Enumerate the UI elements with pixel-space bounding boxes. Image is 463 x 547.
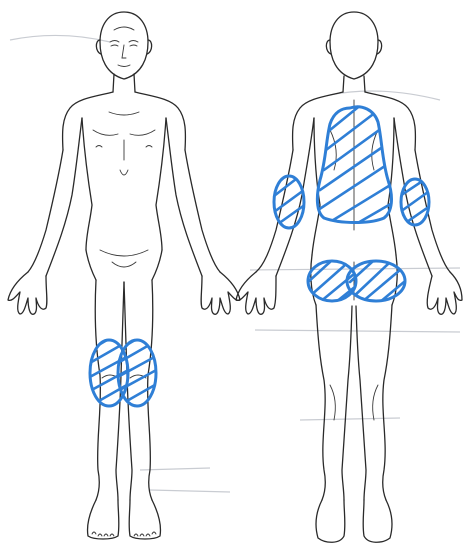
front-right-arm [166,118,220,276]
front-left-hand [8,272,47,314]
marked-region-upper-back [317,104,394,224]
front-left-arm [28,118,82,276]
back-right-hand [427,272,462,314]
front-figure [8,12,240,539]
back-left-arm [256,118,314,276]
back-right-foot [363,500,392,542]
left-buttock-outline [308,261,356,301]
back-head [330,12,378,79]
marked-region-left-elbow [274,176,306,232]
back-left-foot [316,500,345,542]
back-left-leg [316,305,352,500]
back-left-hand [236,272,276,314]
back-right-leg [356,305,392,500]
front-right-hand [201,272,240,314]
marked-regions [88,104,430,418]
front-face [110,27,138,67]
